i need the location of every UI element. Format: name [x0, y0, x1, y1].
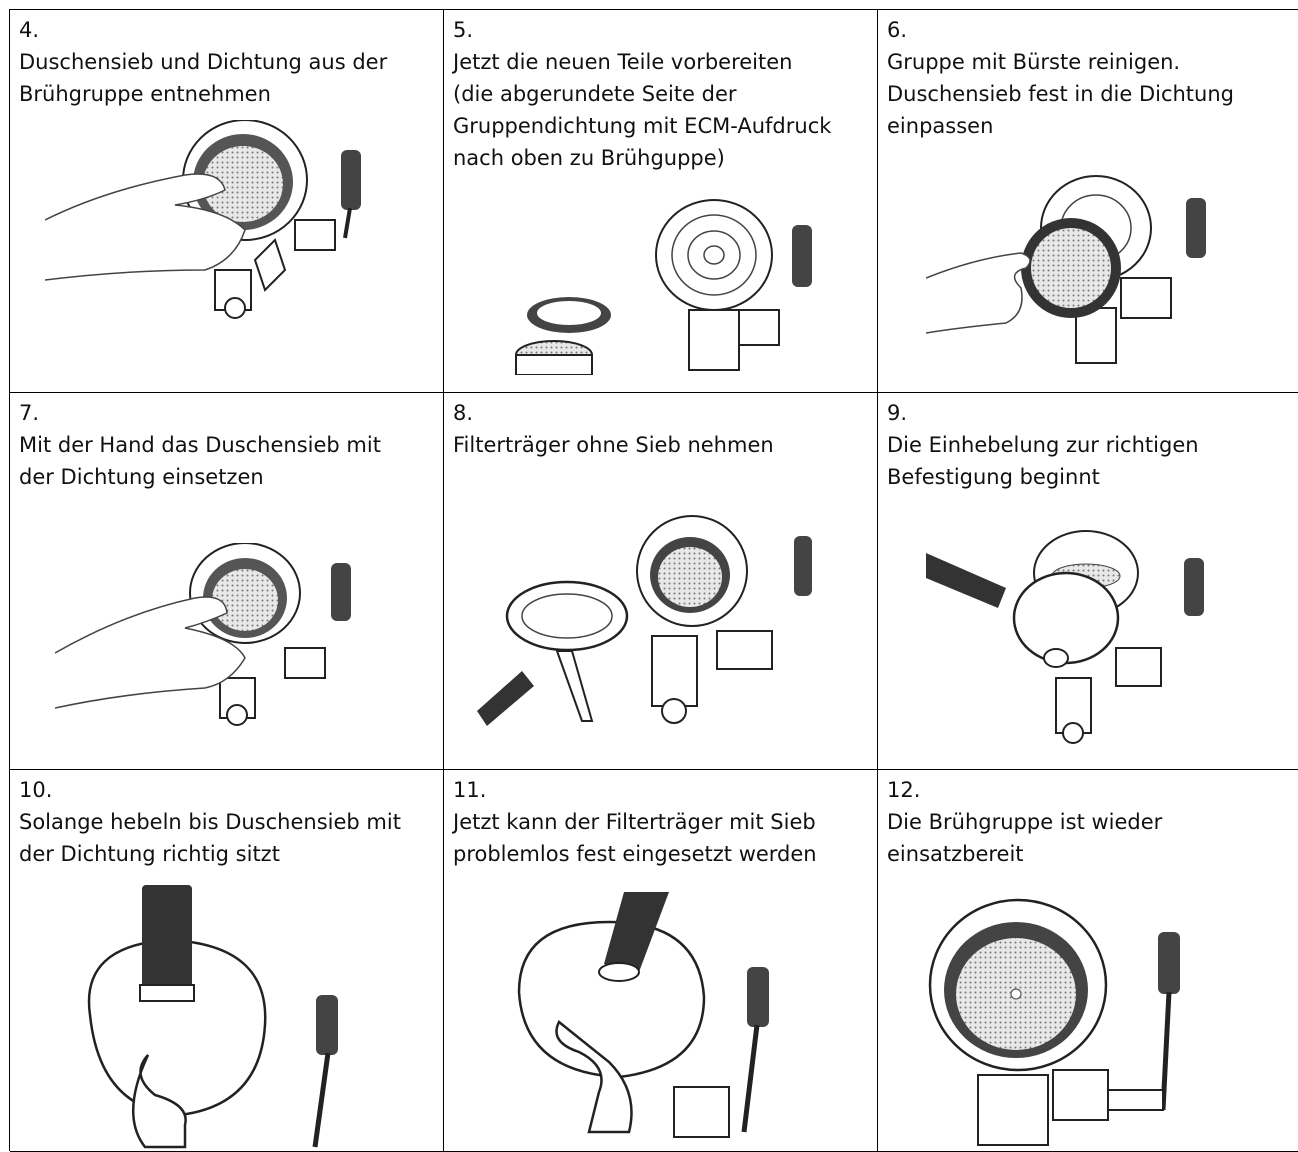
instruction-grid: 4. Duschensieb und Dichtung aus der Brüh…: [9, 9, 1298, 1151]
insert-screen-illustration: [55, 543, 355, 728]
step-cell-6: 6. Gruppe mit Bürste reinigen. Duschensi…: [878, 10, 1298, 393]
portafilter-insert-illustration: [499, 892, 799, 1150]
step-cell-12: 12. Die Brühgruppe ist wieder einsatzber…: [878, 770, 1298, 1152]
step-number: 12.: [887, 774, 920, 806]
lever-until-seated-illustration: [70, 885, 360, 1150]
step-cell-10: 10. Solange hebeln bis Duschensieb mit d…: [10, 770, 444, 1152]
step-number: 8.: [453, 397, 473, 429]
step-number: 4.: [19, 14, 39, 46]
step-number: 11.: [453, 774, 486, 806]
step-caption: Jetzt kann der Filterträger mit Sieb pro…: [453, 806, 871, 870]
group-ready-illustration: [928, 890, 1228, 1150]
step-caption: Gruppe mit Bürste reinigen. Duschensieb …: [887, 46, 1293, 142]
lever-in-illustration: [926, 528, 1226, 748]
group-head-removal-illustration: [45, 120, 365, 320]
portafilter-without-basket-illustration: [472, 511, 812, 736]
step-number: 10.: [19, 774, 52, 806]
step-caption: Mit der Hand das Duschensieb mit der Dic…: [19, 429, 437, 493]
step-caption: Filterträger ohne Sieb nehmen: [453, 429, 871, 461]
step-cell-5: 5. Jetzt die neuen Teile vorbereiten (di…: [444, 10, 878, 393]
step-number: 7.: [19, 397, 39, 429]
step-cell-8: 8. Filterträger ohne Sieb nehmen: [444, 393, 878, 770]
step-cell-11: 11. Jetzt kann der Filterträger mit Sieb…: [444, 770, 878, 1152]
screen-gasket-fitting-illustration: [926, 158, 1226, 373]
step-cell-7: 7. Mit der Hand das Duschensieb mit der …: [10, 393, 444, 770]
step-cell-4: 4. Duschensieb und Dichtung aus der Brüh…: [10, 10, 444, 393]
step-caption: Die Einhebelung zur richtigen Befestigun…: [887, 429, 1293, 493]
step-number: 9.: [887, 397, 907, 429]
step-caption: Duschensieb und Dichtung aus der Brühgru…: [19, 46, 437, 110]
step-caption: Solange hebeln bis Duschensieb mit der D…: [19, 806, 437, 870]
step-number: 6.: [887, 14, 907, 46]
step-caption: Jetzt die neuen Teile vorbereiten (die a…: [453, 46, 871, 174]
step-caption: Die Brühgruppe ist wieder einsatzbereit: [887, 806, 1293, 870]
new-parts-illustration: [514, 195, 814, 375]
step-number: 5.: [453, 14, 473, 46]
step-cell-9: 9. Die Einhebelung zur richtigen Befesti…: [878, 393, 1298, 770]
